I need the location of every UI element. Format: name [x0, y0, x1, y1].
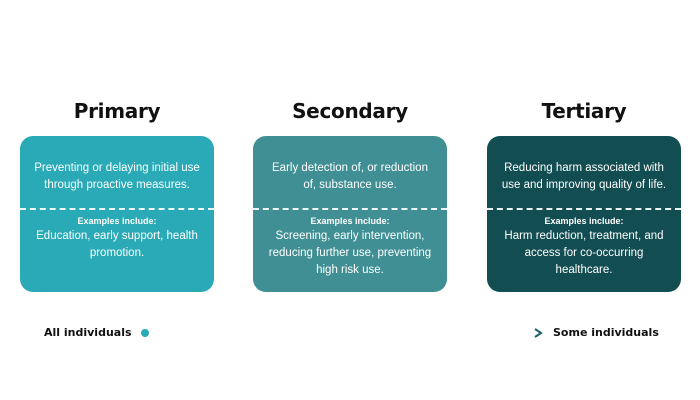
examples-label: Examples include:: [77, 216, 157, 226]
card-description: Reducing harm associated with use and im…: [501, 162, 667, 191]
column-title: Primary: [73, 99, 161, 123]
dashed-divider: [253, 208, 447, 210]
dashed-divider: [487, 208, 681, 210]
examples-text: Harm reduction, treatment, and access fo…: [504, 230, 664, 276]
arrow-right-icon: [534, 328, 543, 338]
card-description: Early detection of, or reduction of, sub…: [272, 162, 428, 191]
card-examples: Examples include: Harm reduction, treatm…: [487, 214, 681, 279]
card-tertiary: Reducing harm associated with use and im…: [487, 136, 681, 292]
dashed-divider: [20, 208, 214, 210]
column-tertiary: Tertiary Reducing harm associated with u…: [487, 96, 681, 292]
examples-label: Examples include:: [544, 216, 624, 226]
column-primary: Primary Preventing or delaying initial u…: [20, 96, 214, 292]
card-secondary: Early detection of, or reduction of, sub…: [253, 136, 447, 292]
axis-start-label: All individuals: [44, 326, 132, 339]
card-description: Preventing or delaying initial use throu…: [34, 162, 200, 191]
examples-text: Education, early support, health promoti…: [36, 230, 198, 259]
column-secondary: Secondary Early detection of, or reducti…: [253, 96, 447, 292]
axis-end-label: Some individuals: [553, 326, 659, 339]
column-title: Secondary: [292, 99, 408, 123]
examples-label: Examples include:: [310, 216, 390, 226]
card-primary: Preventing or delaying initial use throu…: [20, 136, 214, 292]
card-examples: Examples include: Education, early suppo…: [20, 214, 214, 262]
card-examples: Examples include: Screening, early inter…: [253, 214, 447, 279]
column-title: Tertiary: [541, 99, 627, 123]
audience-axis: [141, 328, 543, 338]
examples-text: Screening, early intervention, reducing …: [268, 230, 432, 276]
